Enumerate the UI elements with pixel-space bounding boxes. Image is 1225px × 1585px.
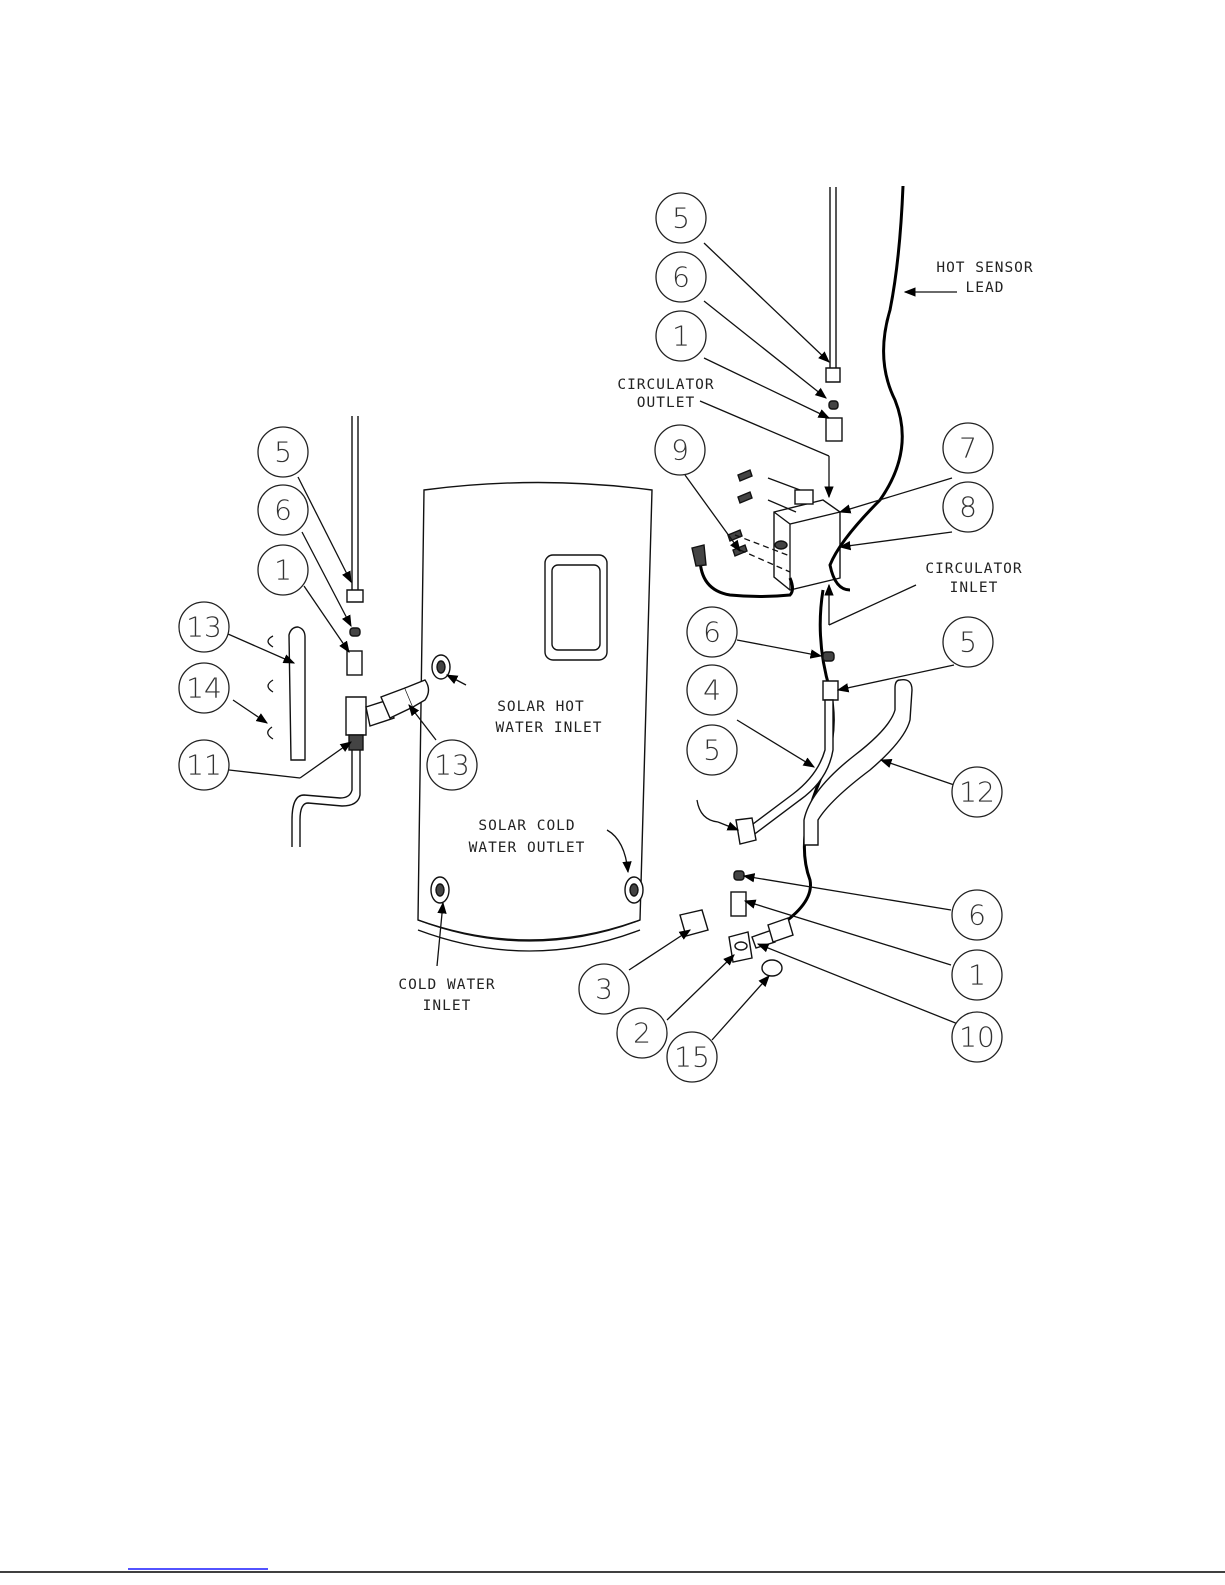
water-heater-tank: [418, 483, 652, 952]
callout-11: 11: [179, 740, 229, 790]
callout-number: 5: [274, 436, 292, 469]
cold-water-inlet-label: COLD WATER INLET: [398, 977, 495, 1014]
footer-rule: [0, 1569, 1225, 1572]
callout-number: 1: [968, 959, 986, 992]
label-line: INLET: [950, 580, 999, 596]
callout-5-top: 5: [656, 193, 706, 243]
callout-3: 3: [579, 964, 629, 1014]
callout-number: 1: [274, 554, 292, 587]
callout-9: 9: [655, 425, 705, 475]
callout-number: 6: [968, 899, 986, 932]
callout-number: 3: [595, 973, 613, 1006]
callout-12: 12: [952, 767, 1002, 817]
callout-number: 15: [674, 1041, 710, 1074]
tank-access-panel: [545, 555, 607, 660]
label-line: OUTLET: [637, 395, 695, 411]
callout-number: 5: [703, 734, 721, 767]
hot-sensor-lead-label: HOT SENSOR LEAD: [936, 260, 1033, 296]
callout-6-left: 6: [258, 485, 308, 535]
callout-7: 7: [943, 423, 993, 473]
callout-1-lower: 1: [952, 950, 1002, 1000]
circulator-inlet-label: CIRCULATOR INLET: [925, 561, 1022, 596]
label-line: WATER OUTLET: [469, 840, 586, 856]
left-pipe-assembly: [268, 416, 429, 847]
label-line: WATER INLET: [495, 720, 602, 736]
right-pipe-assembly: [680, 186, 912, 976]
callout-number: 5: [959, 626, 977, 659]
callout-6-lower: 6: [952, 890, 1002, 940]
callout-5-lower: 5: [687, 725, 737, 775]
callout-number: 4: [703, 674, 721, 707]
callout-number: 12: [959, 776, 995, 809]
callout-number: 13: [186, 611, 222, 644]
callout-number: 1: [672, 320, 690, 353]
callout-2: 2: [617, 1008, 667, 1058]
callout-number: 5: [672, 202, 690, 235]
circulator-outlet-label: CIRCULATOR OUTLET: [617, 377, 714, 411]
callout-number: 10: [959, 1021, 995, 1054]
label-line: INLET: [423, 998, 472, 1014]
label-line: CIRCULATOR: [617, 377, 714, 393]
callout-13-mid: 13: [427, 740, 477, 790]
callout-8: 8: [943, 482, 993, 532]
label-line: SOLAR HOT: [497, 699, 585, 715]
label-line: HOT SENSOR: [936, 260, 1033, 276]
callout-4: 4: [687, 665, 737, 715]
callout-15: 15: [667, 1032, 717, 1082]
callout-14: 14: [179, 663, 229, 713]
callout-1-top: 1: [656, 311, 706, 361]
callout-number: 6: [703, 616, 721, 649]
callout-6-right: 6: [687, 607, 737, 657]
callout-number: 11: [186, 749, 222, 782]
callout-6-top: 6: [656, 252, 706, 302]
callout-5-left: 5: [258, 427, 308, 477]
label-line: CIRCULATOR: [925, 561, 1022, 577]
callout-10: 10: [952, 1012, 1002, 1062]
label-line: SOLAR COLD: [478, 818, 575, 834]
callout-number: 9: [671, 434, 689, 467]
callout-1-left: 1: [258, 545, 308, 595]
callout-number: 14: [186, 672, 222, 705]
label-line: COLD WATER: [398, 977, 495, 993]
label-line: LEAD: [966, 280, 1005, 296]
callout-number: 13: [434, 749, 470, 782]
callout-5-right: 5: [943, 617, 993, 667]
callout-13-left: 13: [179, 602, 229, 652]
callout-number: 7: [959, 432, 977, 465]
callout-number: 6: [672, 261, 690, 294]
callout-number: 6: [274, 494, 292, 527]
callout-number: 2: [633, 1017, 651, 1050]
callout-number: 8: [959, 491, 977, 524]
cold-water-inlet-port: [431, 877, 449, 903]
solar-cold-outlet-port: [625, 877, 643, 903]
